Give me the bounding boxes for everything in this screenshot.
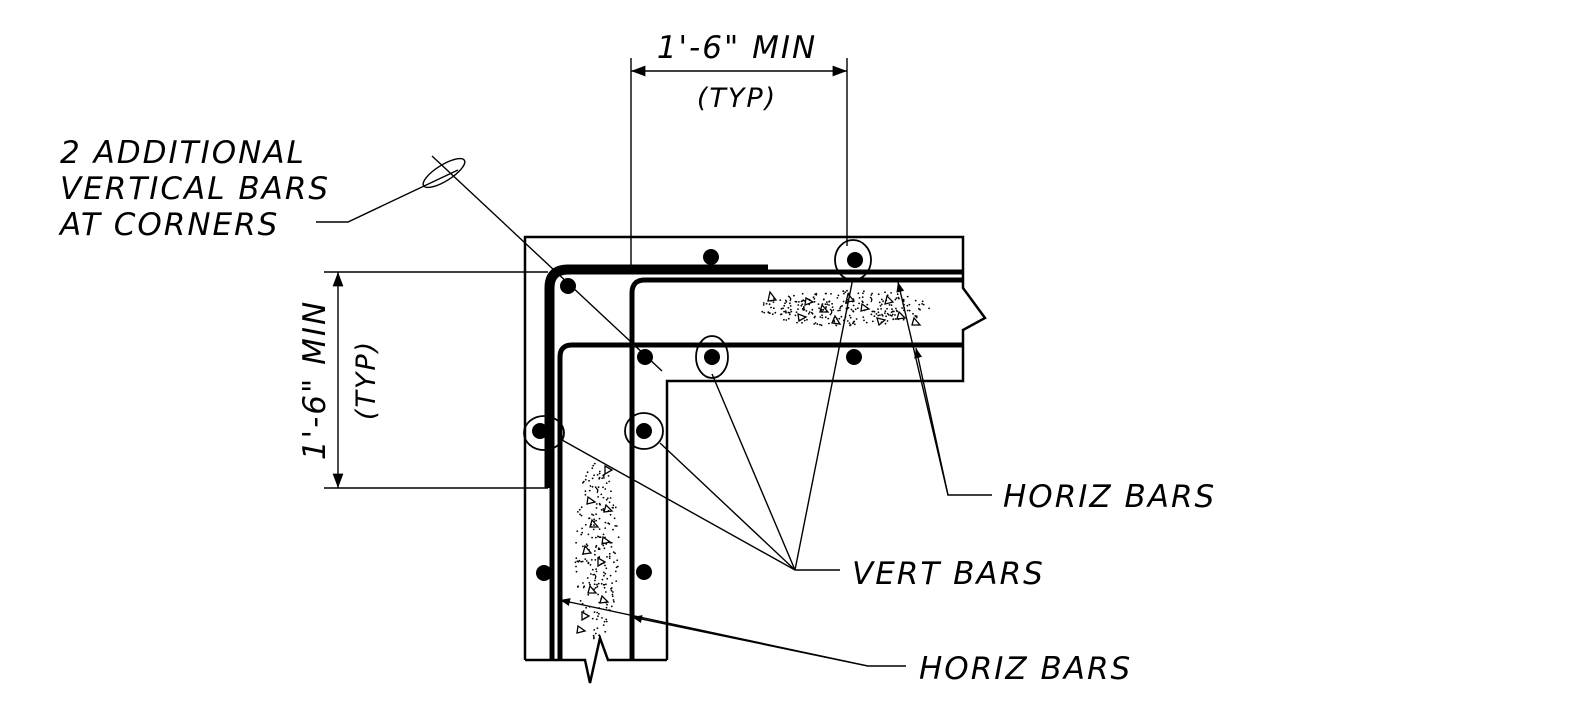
leader-line: [794, 277, 854, 571]
vert-bar-dot: [704, 349, 720, 365]
callout-ellipse: [695, 335, 729, 379]
leader-line: [561, 439, 796, 571]
corner-bars-label-line3: AT CORNERS: [58, 207, 279, 243]
top-dimension-note: (TYP): [697, 83, 777, 114]
reinforcing-bars: [544, 264, 963, 660]
vert-bar-dot: [536, 565, 552, 581]
callout-ellipse: [624, 412, 664, 450]
leader-line: [316, 169, 459, 223]
concrete-hatch-side: [574, 462, 620, 640]
leader-ellipse: [422, 157, 466, 189]
horiz-bars-lower-leader: [559, 598, 906, 667]
top-dimension: [630, 58, 848, 268]
vert-bar-dot: [846, 349, 862, 365]
outer-wall-edge: [523, 235, 987, 660]
vert-bar-dot: [636, 564, 652, 580]
wall-outline: [523, 235, 987, 684]
leader-line: [659, 442, 796, 571]
vert-bar-dot: [532, 423, 548, 439]
inner-corner-bar: [629, 277, 963, 660]
leader-line: [914, 347, 949, 496]
diagonal-cut-line: [431, 155, 663, 372]
vert-bars-leader: [561, 277, 854, 571]
outer-corner-bar: [549, 269, 963, 660]
vert-bar-dot: [847, 252, 863, 268]
lower-horizontal-bar: [557, 342, 963, 488]
top-dimension-text: 1'-6" MIN: [657, 30, 817, 66]
vertical-bar-dots: [532, 249, 863, 581]
vert-bar-dot: [636, 423, 652, 439]
vert-bar-dot: [560, 278, 576, 294]
vert-bar-dot: [703, 249, 719, 265]
side-dimension: [324, 271, 548, 489]
corner-bars-leader: [316, 155, 663, 372]
leader-line: [896, 281, 992, 496]
corner-lap-bar-top: [544, 264, 768, 488]
leader-line: [559, 598, 869, 667]
break-line-bottom: [525, 633, 667, 684]
horiz-bars-lower-label: HORIZ BARS: [919, 651, 1132, 687]
vert-bars-label: VERT BARS: [852, 556, 1045, 592]
callout-ellipse: [523, 415, 565, 451]
side-dimension-note: (TYP): [351, 340, 382, 420]
corner-bars-label-line2: VERTICAL BARS: [60, 171, 330, 207]
vert-bar-dot: [637, 349, 653, 365]
horiz-bars-upper-leader: [896, 281, 992, 496]
side-dimension-text: 1'-6" MIN: [297, 300, 333, 460]
leader-line: [711, 373, 796, 571]
corner-bars-label-line1: 2 ADDITIONAL: [60, 135, 306, 171]
horiz-bars-upper-label: HORIZ BARS: [1003, 479, 1216, 515]
